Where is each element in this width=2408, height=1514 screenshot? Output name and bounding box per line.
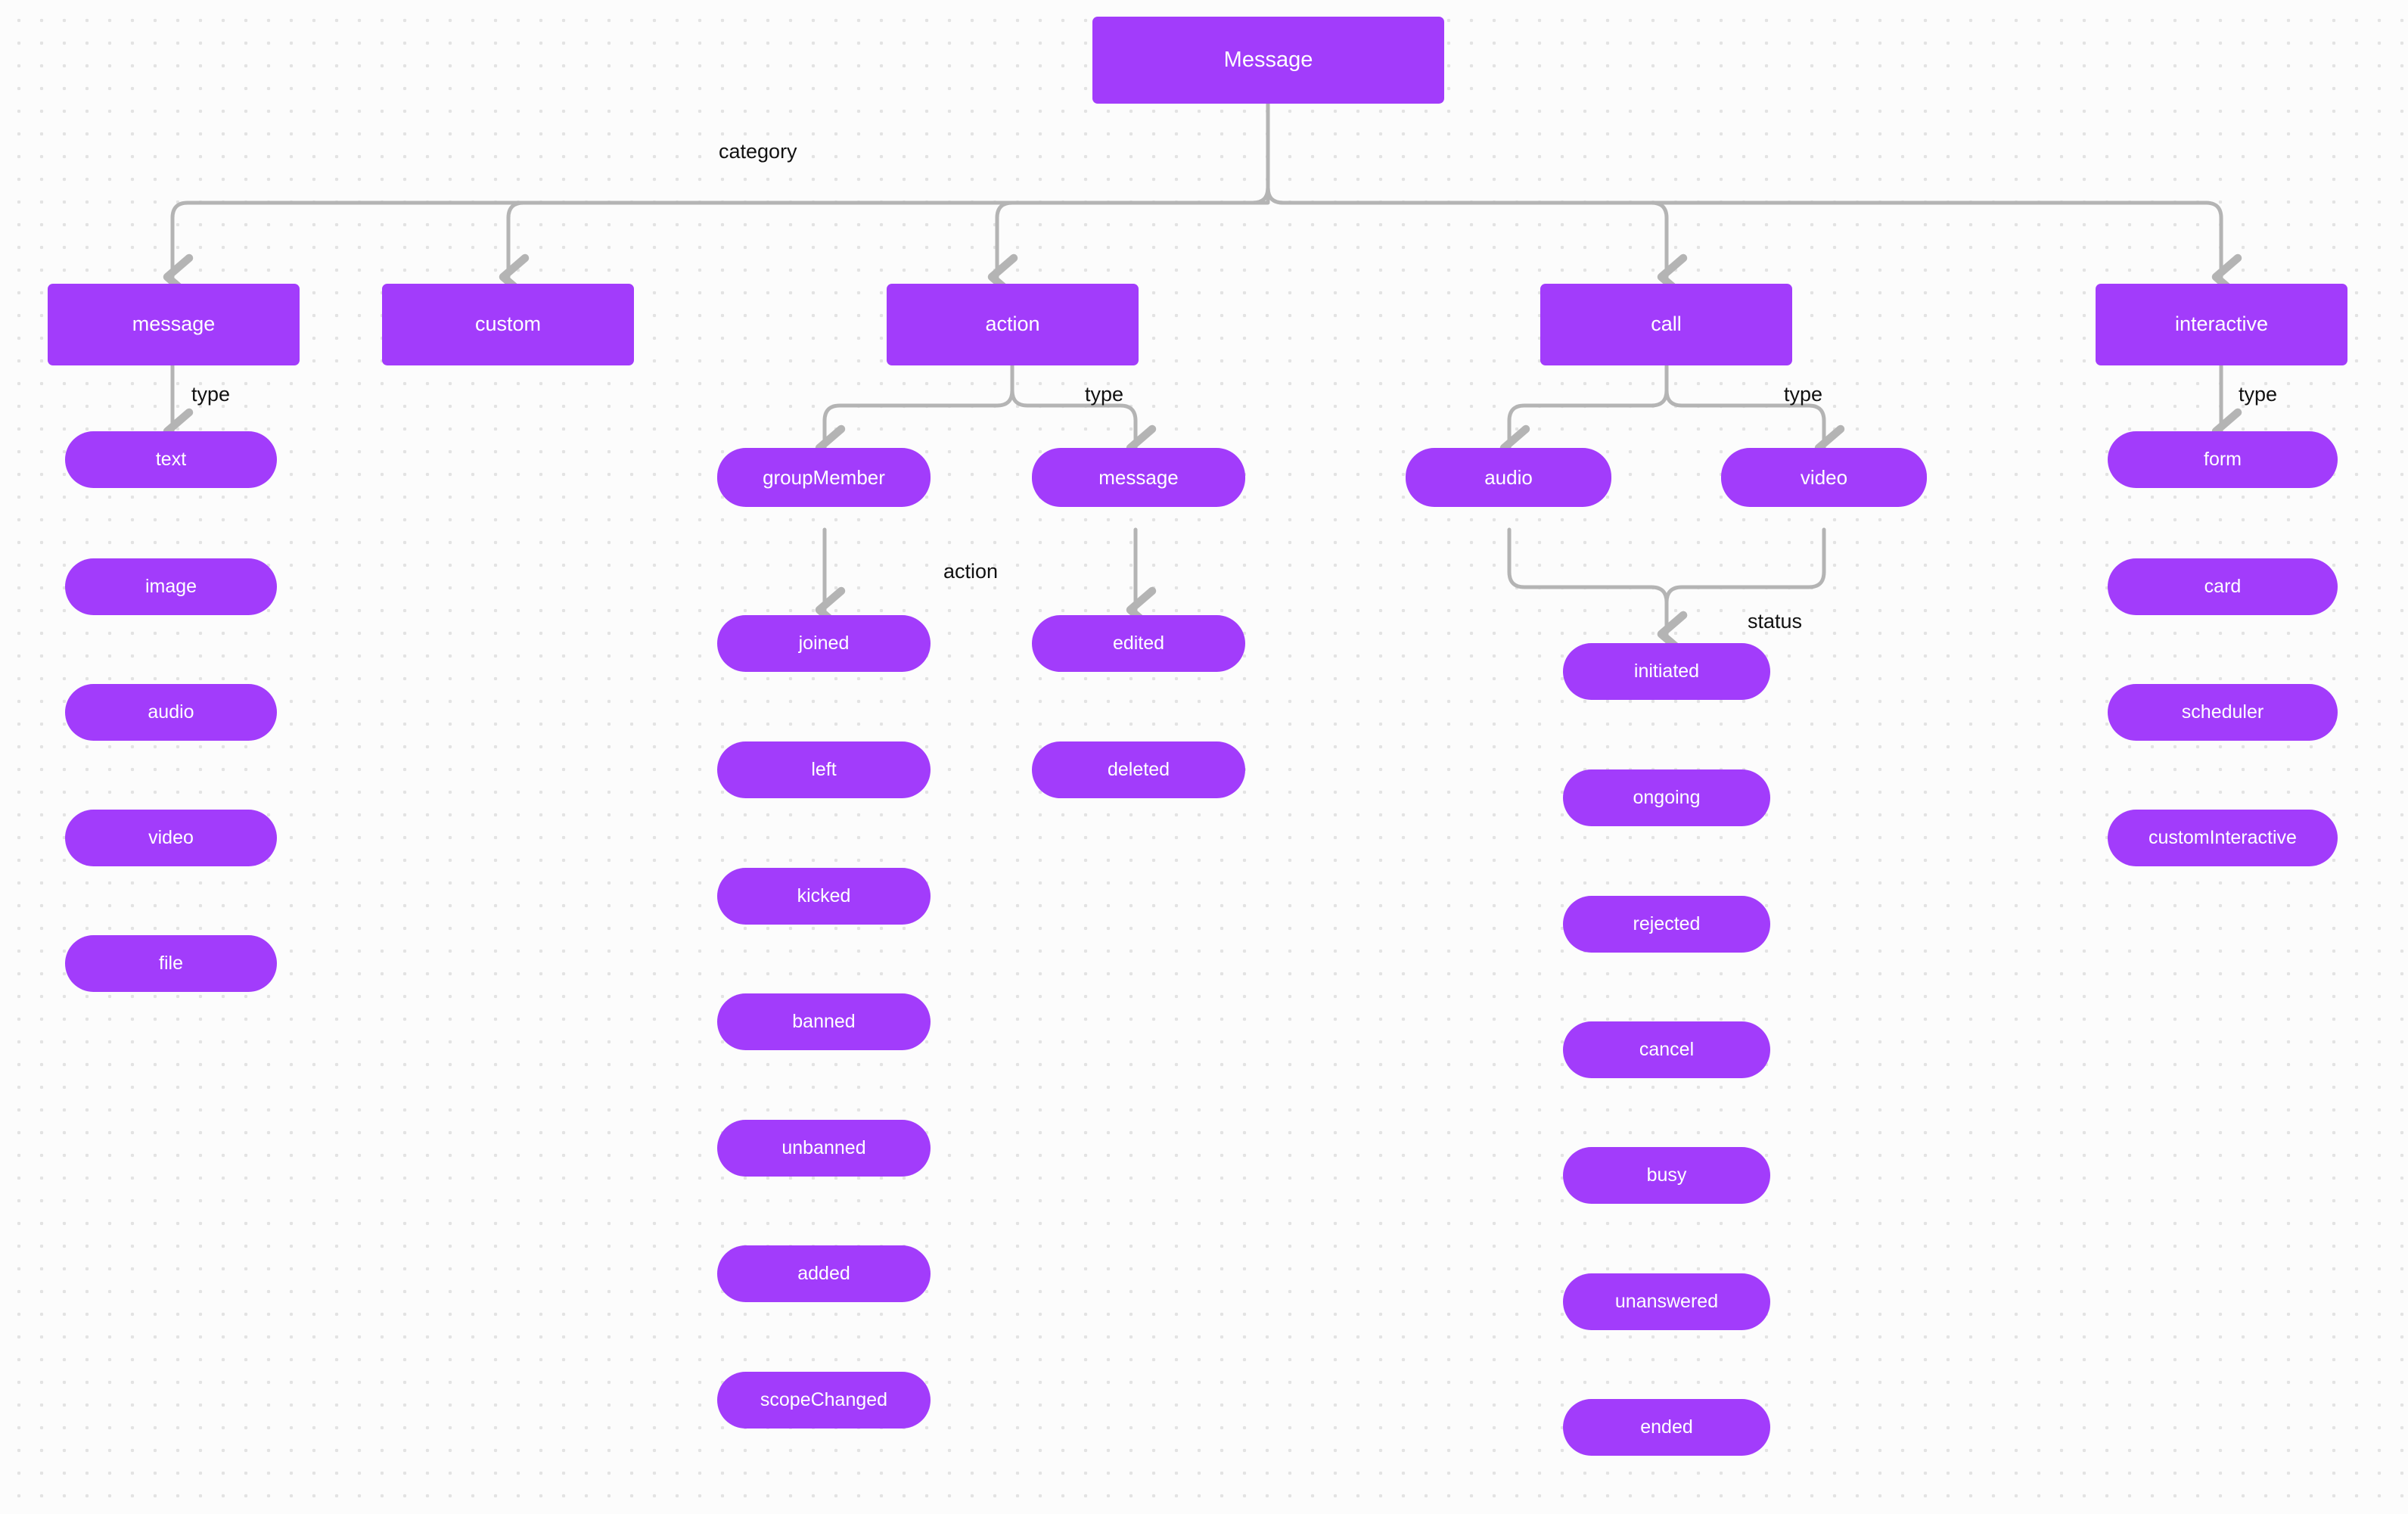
node-leaf-text[interactable]: text [65,431,277,488]
node-subgroup-action-message[interactable]: message [1032,448,1245,507]
node-label: audio [148,701,194,723]
node-leaf-left[interactable]: left [717,741,931,798]
node-leaf-card[interactable]: card [2108,558,2338,615]
node-leaf-ended[interactable]: ended [1563,1399,1770,1456]
node-label: call [1651,312,1682,336]
node-label: file [159,952,183,974]
node-leaf-custominteractive[interactable]: customInteractive [2108,810,2338,866]
node-label: unanswered [1614,1290,1719,1312]
node-label: action [985,312,1040,336]
node-subgroup-call-video[interactable]: video [1721,448,1927,507]
node-label: deleted [1107,758,1170,780]
node-leaf-joined[interactable]: joined [717,615,931,672]
node-leaf-cancel[interactable]: cancel [1563,1021,1770,1078]
node-subgroup-call-audio[interactable]: audio [1406,448,1611,507]
node-leaf-video[interactable]: video [65,810,277,866]
node-leaf-scopechanged[interactable]: scopeChanged [717,1372,931,1429]
node-label: rejected [1633,912,1701,934]
node-label: busy [1646,1164,1687,1186]
node-leaf-unanswered[interactable]: unanswered [1563,1273,1770,1330]
node-subgroup-groupmember[interactable]: groupMember [717,448,931,507]
node-label: custom [474,312,542,336]
node-label: customInteractive [2149,826,2297,848]
node-label: added [797,1262,850,1284]
edge-label-type-call: type [1784,383,1823,406]
node-leaf-audio[interactable]: audio [65,684,277,741]
node-category-call[interactable]: call [1540,284,1792,365]
node-label: video [1800,465,1848,489]
node-leaf-initiated[interactable]: initiated [1563,643,1770,700]
node-label: message [132,312,216,336]
node-label: ended [1640,1416,1693,1438]
node-label: initiated [1633,660,1700,682]
node-leaf-image[interactable]: image [65,558,277,615]
node-label: text [155,448,187,470]
node-label: cancel [1639,1038,1695,1060]
node-label: banned [792,1010,856,1032]
node-label: unbanned [781,1136,866,1158]
node-label: scheduler [2181,701,2264,723]
edge-label-action-groupmember: action [943,560,999,583]
node-category-action[interactable]: action [887,284,1139,365]
node-label: edited [1112,632,1165,654]
node-leaf-banned[interactable]: banned [717,993,931,1050]
node-leaf-added[interactable]: added [717,1245,931,1302]
node-label: left [811,758,837,780]
node-label: interactive [2174,312,2269,336]
node-label: form [2204,448,2242,470]
node-leaf-file[interactable]: file [65,935,277,992]
node-leaf-form[interactable]: form [2108,431,2338,488]
node-leaf-busy[interactable]: busy [1563,1147,1770,1204]
node-label: scopeChanged [760,1388,888,1410]
node-category-interactive[interactable]: interactive [2096,284,2347,365]
node-leaf-rejected[interactable]: rejected [1563,896,1770,953]
edge-label-type-message: type [191,383,231,406]
node-label: kicked [797,884,851,906]
edge-label-type-action: type [1085,383,1124,406]
node-label: groupMember [763,465,885,489]
node-label: ongoing [1633,786,1701,808]
node-label: video [148,826,194,848]
node-category-custom[interactable]: custom [382,284,634,365]
node-category-message[interactable]: message [48,284,300,365]
node-leaf-kicked[interactable]: kicked [717,868,931,925]
node-label: audio [1484,465,1533,489]
node-leaf-edited[interactable]: edited [1032,615,1245,672]
node-label: card [2204,575,2242,597]
node-leaf-deleted[interactable]: deleted [1032,741,1245,798]
node-leaf-unbanned[interactable]: unbanned [717,1120,931,1177]
node-label: Message [1223,47,1313,72]
node-leaf-ongoing[interactable]: ongoing [1563,769,1770,826]
edge-label-category: category [719,140,797,163]
node-root-message[interactable]: Message [1092,17,1444,104]
node-leaf-scheduler[interactable]: scheduler [2108,684,2338,741]
node-label: message [1098,465,1179,489]
edge-label-status: status [1748,610,1803,633]
edge-label-type-interactive: type [2239,383,2278,406]
node-label: image [144,575,197,597]
node-label: joined [798,632,850,654]
